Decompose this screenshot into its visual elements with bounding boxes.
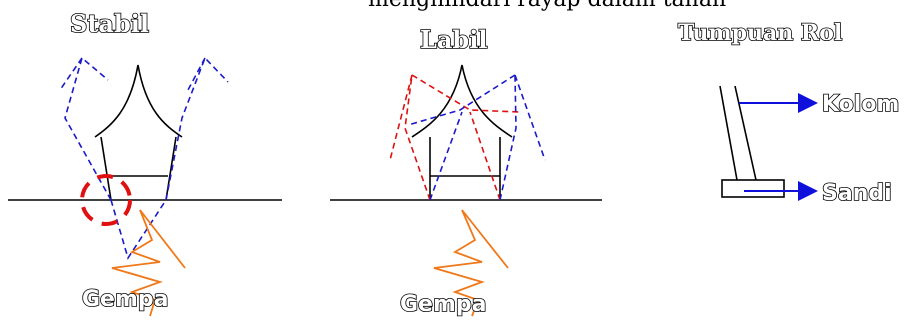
- roller-column-line-left: [719, 85, 738, 181]
- roller-column-label: Kolom: [822, 92, 899, 117]
- stable-force-base: [110, 199, 167, 260]
- unstable-rock-outline-blue: [407, 74, 546, 201]
- stable-panel: Stabil Gempa: [8, 8, 282, 317]
- stable-title: Stabil: [70, 9, 149, 38]
- unstable-quake-wave: [433, 209, 485, 317]
- stable-quake-wave: [111, 209, 163, 317]
- stable-quake-ray: [139, 209, 186, 269]
- unstable-rock-outline-red: [389, 74, 521, 201]
- stable-roof: [94, 64, 183, 138]
- stable-right-wall: [165, 136, 177, 201]
- stable-force-right: [165, 56, 229, 201]
- top-caption: menghindari rayap dalam tanah: [368, 0, 726, 12]
- roller-base-label: Sandi: [822, 181, 892, 206]
- roller-title: Tumpuan Rol: [678, 20, 842, 46]
- unstable-quake-ray: [461, 209, 509, 269]
- unstable-roof: [411, 64, 513, 138]
- stable-quake-label: Gempa: [82, 287, 169, 312]
- roller-column-line-right: [734, 85, 757, 181]
- unstable-title: Labil: [420, 25, 487, 54]
- unstable-panel: Labil Gempa: [330, 24, 602, 318]
- roller-base-block: [721, 179, 785, 198]
- unstable-quake-label: Gempa: [400, 292, 487, 317]
- stable-left-wall: [100, 136, 112, 201]
- roller-panel: Tumpuan Rol Kolom Sandi: [677, 19, 900, 207]
- stable-force-left: [59, 56, 112, 201]
- stable-footing-circle: [80, 174, 132, 226]
